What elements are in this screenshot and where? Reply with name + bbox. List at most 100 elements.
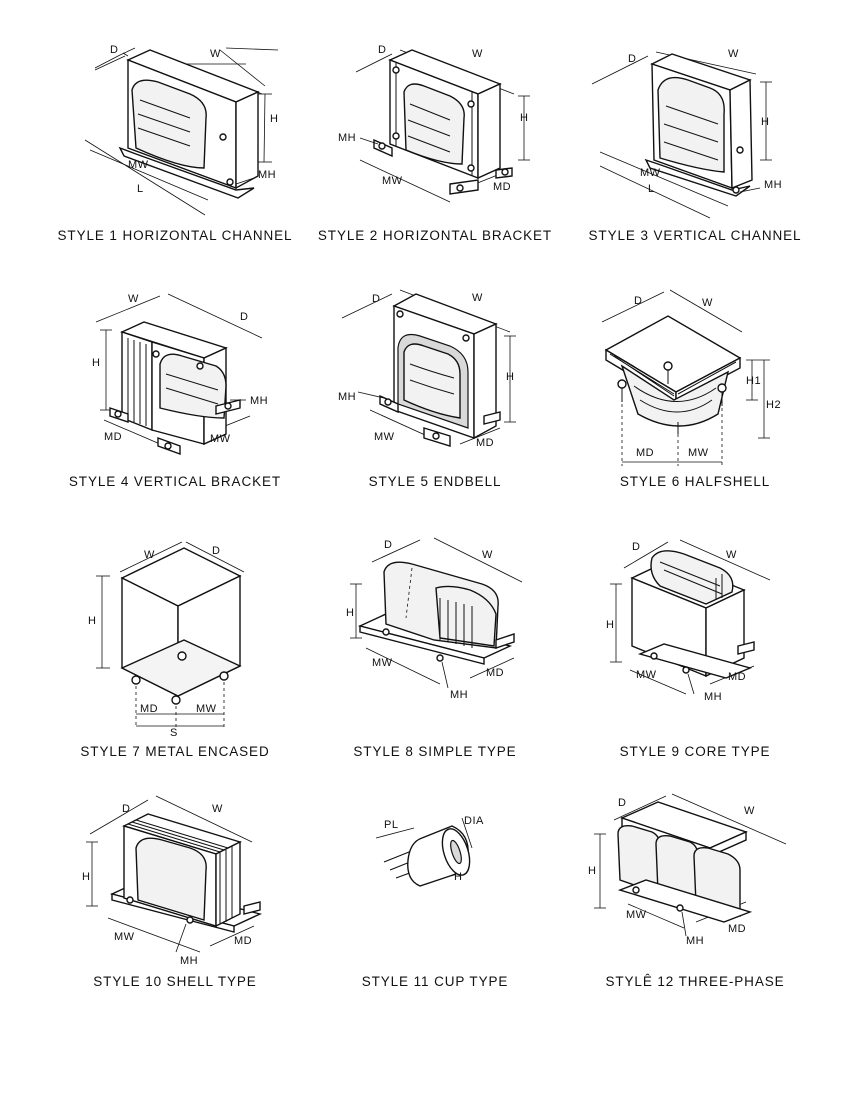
label-mw: MW <box>640 167 661 179</box>
style-8-simple-type: D W H MW MD MH STYLE 8 SIMPLE TYPE <box>300 528 570 778</box>
style-6-caption: STYLE 6 HALFSHELL <box>619 474 771 489</box>
style-7-metal-encased: W D H MD MW S STYLE 7 METAL ENCASED <box>40 528 310 778</box>
label-w: W <box>210 48 221 60</box>
style-4-caption: STYLE 4 VERTICAL BRACKET <box>68 474 282 489</box>
label-mw: MW <box>382 175 403 187</box>
label-w: W <box>128 293 139 305</box>
label-md: MD <box>476 437 494 449</box>
style-12-drawing: D W H MW MH MD <box>588 793 787 947</box>
style-8-drawing: D W H MW MD MH <box>346 537 523 701</box>
label-mw: MW <box>636 669 657 681</box>
label-h: H <box>588 865 596 877</box>
style-7-caption: STYLE 7 METAL ENCASED <box>80 744 270 759</box>
label-w: W <box>728 48 739 60</box>
label-d: D <box>378 44 386 56</box>
label-h: H <box>606 619 614 631</box>
style-4-drawing: W D H MH MD MW <box>92 293 268 455</box>
label-mh: MH <box>180 955 198 967</box>
label-w: W <box>144 549 155 561</box>
label-mh: MH <box>338 391 356 403</box>
label-d: D <box>634 295 642 307</box>
label-w: W <box>472 48 483 60</box>
label-mw: MW <box>196 703 217 715</box>
label-md: MD <box>140 703 158 715</box>
label-w: W <box>744 805 755 817</box>
label-pl: PL <box>384 819 398 831</box>
style-8-caption: STYLE 8 SIMPLE TYPE <box>353 744 517 759</box>
label-mh: MH <box>338 132 356 144</box>
label-mh: MH <box>764 179 782 191</box>
label-h: H <box>82 871 90 883</box>
label-d: D <box>372 293 380 305</box>
label-mh: MH <box>450 689 468 701</box>
label-h: H <box>761 116 769 128</box>
label-d: D <box>632 541 640 553</box>
label-l: L <box>648 183 655 195</box>
label-d: D <box>212 545 220 557</box>
label-h2: H2 <box>766 399 781 411</box>
label-h: H <box>92 357 100 369</box>
label-dia: DIA <box>464 815 484 827</box>
style-10-shell-type: D W H MW MH MD STYLE 10 SHELL TYPE <box>40 776 310 1026</box>
label-mw: MW <box>114 931 135 943</box>
style-9-core-type: D W H MW MD MH STYLE 9 CORE TYPE <box>560 528 830 778</box>
label-mw: MW <box>626 909 647 921</box>
label-h: H <box>270 113 278 125</box>
label-l: L <box>137 183 144 195</box>
style-5-drawing: D W H MH MW MD <box>338 289 516 449</box>
label-md: MD <box>636 447 654 459</box>
label-mh: MH <box>258 169 276 181</box>
label-mw: MW <box>688 447 709 459</box>
style-3-drawing: D W H MW L MH <box>591 48 782 219</box>
label-w: W <box>472 292 483 304</box>
style-1-drawing: D W H MW L MH <box>84 44 279 216</box>
label-mw: MW <box>372 657 393 669</box>
style-11-cup-type: PL DIA H STYLE 11 CUP TYPE <box>300 776 570 1026</box>
label-h: H <box>520 112 528 124</box>
style-6-drawing: D W H1 H2 MD MW <box>601 289 781 466</box>
label-d: D <box>618 797 626 809</box>
label-d: D <box>240 311 248 323</box>
label-d: D <box>628 53 636 65</box>
style-7-drawing: W D H MD MW S <box>88 541 245 738</box>
style-9-drawing: D W H MW MD MH <box>606 539 771 703</box>
label-mh: MH <box>704 691 722 703</box>
style-3-caption: STYLE 3 VERTICAL CHANNEL <box>588 228 802 243</box>
label-mw: MW <box>210 433 231 445</box>
style-12-three-phase: D W H MW MH MD STYLÊ 12 THREE-PHASE <box>560 776 830 1026</box>
label-mh: MH <box>250 395 268 407</box>
label-md: MD <box>728 671 746 683</box>
label-mw: MW <box>128 159 149 171</box>
label-s: S <box>170 727 178 738</box>
label-w: W <box>482 549 493 561</box>
style-5-endbell: D W H MH MW MD STYLE 5 ENDBELL <box>300 268 570 518</box>
label-h: H <box>346 607 354 619</box>
label-h: H <box>454 871 462 883</box>
label-w: W <box>726 549 737 561</box>
style-1-horizontal-channel: D W H MW L MH STYLE 1 HORIZONTAL CHANNEL <box>40 20 310 270</box>
style-3-vertical-channel: D W H MW L MH STYLE 3 VERTICAL CHANNEL <box>560 20 830 270</box>
style-4-vertical-bracket: W D H MH MD MW STYLE 4 VERTICAL BRACKET <box>40 268 310 518</box>
style-6-halfshell: D W H1 H2 MD MW STYLE 6 HALFSHELL <box>560 268 830 518</box>
label-md: MD <box>104 431 122 443</box>
label-h1: H1 <box>746 375 761 387</box>
style-1-caption: STYLE 1 HORIZONTAL CHANNEL <box>57 228 293 243</box>
style-2-caption: STYLE 2 HORIZONTAL BRACKET <box>317 228 553 243</box>
style-2-drawing: D W H MH MW MD <box>338 44 530 203</box>
style-12-caption: STYLÊ 12 THREE-PHASE <box>605 974 785 989</box>
style-10-caption: STYLE 10 SHELL TYPE <box>93 974 257 989</box>
style-10-drawing: D W H MW MH MD <box>82 795 263 967</box>
label-d: D <box>384 539 392 551</box>
label-d: D <box>110 44 118 56</box>
style-11-caption: STYLE 11 CUP TYPE <box>361 974 509 989</box>
style-9-caption: STYLE 9 CORE TYPE <box>619 744 771 759</box>
label-d: D <box>122 803 130 815</box>
style-11-drawing: PL DIA H <box>375 815 484 887</box>
style-2-horizontal-bracket: D W H MH MW MD STYLE 2 HORIZONTAL BRACKE… <box>300 20 570 270</box>
label-h: H <box>506 371 514 383</box>
style-5-caption: STYLE 5 ENDBELL <box>368 474 502 489</box>
label-w: W <box>212 803 223 815</box>
label-md: MD <box>234 935 252 947</box>
label-md: MD <box>728 923 746 935</box>
label-h: H <box>88 615 96 627</box>
